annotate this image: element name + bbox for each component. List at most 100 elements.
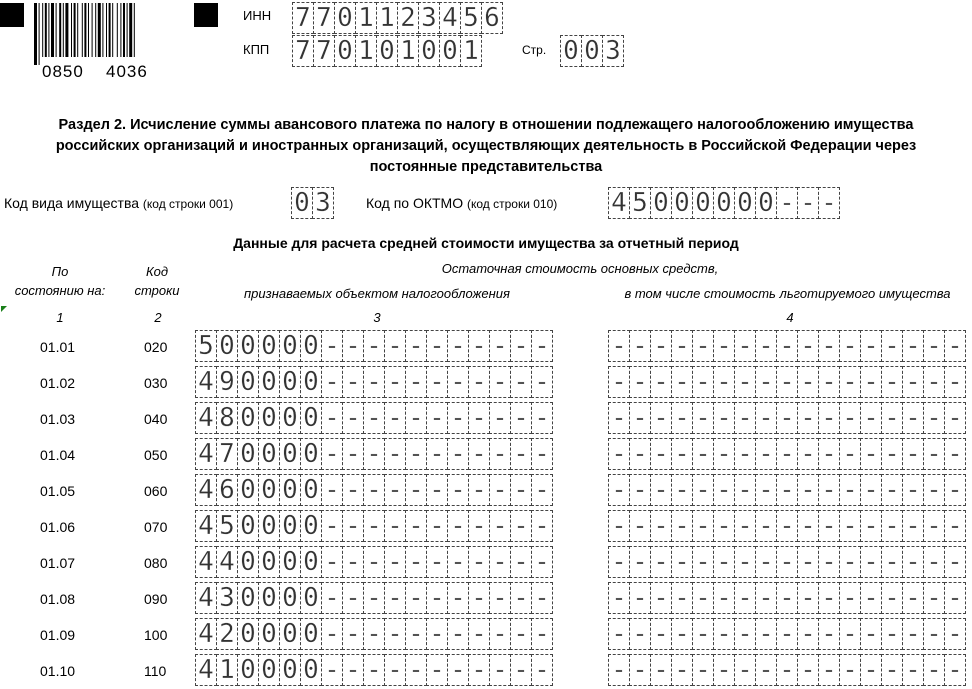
col3-number: 3: [373, 310, 381, 325]
digit-cell: -: [944, 438, 966, 470]
digit-cell: -: [342, 510, 364, 542]
row-date: 01.05: [40, 483, 76, 499]
digit-cell: -: [489, 330, 511, 362]
exempt-value-field[interactable]: -----------------: [608, 654, 966, 686]
digit-cell: -: [881, 546, 903, 578]
row-date: 01.10: [40, 663, 76, 679]
digit-cell: -: [692, 330, 714, 362]
digit-cell: -: [734, 582, 756, 614]
digit-cell: 0: [237, 366, 259, 398]
digit-cell: -: [608, 546, 630, 578]
digit-cell: -: [671, 366, 693, 398]
row-code: 070: [144, 519, 168, 535]
row-date: 01.02: [40, 375, 76, 391]
exempt-value-field[interactable]: -----------------: [608, 366, 966, 398]
digit-cell: 0: [216, 330, 238, 362]
digit-cell: -: [447, 402, 469, 434]
digit-cell: -: [650, 582, 672, 614]
digit-cell: -: [608, 654, 630, 686]
digit-cell: -: [426, 654, 448, 686]
digit-cell: -: [426, 366, 448, 398]
digit-cell: 0: [560, 35, 582, 67]
digit-cell: -: [944, 510, 966, 542]
digit-cell: -: [363, 510, 385, 542]
digit-cell: 0: [237, 510, 259, 542]
digit-cell: -: [839, 474, 861, 506]
digit-cell: -: [734, 510, 756, 542]
digit-cell: -: [384, 510, 406, 542]
digit-cell: -: [923, 618, 945, 650]
exempt-value-field[interactable]: -----------------: [608, 618, 966, 650]
digit-cell: -: [342, 618, 364, 650]
digit-cell: -: [384, 330, 406, 362]
digit-cell: 0: [300, 366, 322, 398]
digit-cell: -: [923, 330, 945, 362]
property-type-hint: (код строки 001): [142, 197, 234, 211]
exempt-value-field[interactable]: -----------------: [608, 474, 966, 506]
exempt-value-field[interactable]: -----------------: [608, 546, 966, 578]
digit-cell: -: [797, 366, 819, 398]
digit-cell: -: [713, 438, 735, 470]
digit-cell: -: [531, 366, 553, 398]
digit-cell: -: [881, 366, 903, 398]
digit-cell: -: [650, 546, 672, 578]
digit-cell: 0: [279, 366, 301, 398]
section-title-line1: Раздел 2. Исчисление суммы авансового пл…: [58, 117, 914, 133]
digit-cell: -: [818, 582, 840, 614]
exempt-value-field[interactable]: -----------------: [608, 438, 966, 470]
digit-cell: -: [797, 402, 819, 434]
exempt-value-field[interactable]: -----------------: [608, 582, 966, 614]
digit-cell: 0: [258, 546, 280, 578]
digit-cell: -: [776, 582, 798, 614]
digit-cell: -: [629, 330, 651, 362]
kpp-label: КПП: [243, 42, 270, 57]
digit-cell: -: [692, 654, 714, 686]
digit-cell: 1: [397, 35, 419, 67]
digit-cell: 4: [195, 510, 217, 542]
digit-cell: -: [426, 438, 448, 470]
digit-cell: -: [531, 618, 553, 650]
digit-cell: -: [629, 654, 651, 686]
digit-cell: 0: [237, 330, 259, 362]
exempt-value-field[interactable]: -----------------: [608, 510, 966, 542]
digit-cell: -: [923, 438, 945, 470]
row-code: 100: [144, 627, 168, 643]
digit-cell: -: [321, 330, 343, 362]
digit-cell: -: [671, 402, 693, 434]
digit-cell: -: [650, 510, 672, 542]
digit-cell: 9: [216, 366, 238, 398]
digit-cell: -: [671, 618, 693, 650]
digit-cell: -: [860, 438, 882, 470]
digit-cell: 0: [258, 438, 280, 470]
digit-cell: -: [608, 366, 630, 398]
exempt-value-field[interactable]: -----------------: [608, 330, 966, 362]
digit-cell: -: [447, 510, 469, 542]
digit-cell: -: [608, 582, 630, 614]
digit-cell: -: [902, 618, 924, 650]
digit-cell: 0: [300, 330, 322, 362]
digit-cell: -: [650, 330, 672, 362]
digit-cell: 0: [581, 35, 603, 67]
digit-cell: -: [818, 618, 840, 650]
row-date: 01.03: [40, 411, 76, 427]
exempt-value-field[interactable]: -----------------: [608, 402, 966, 434]
digit-cell: -: [776, 438, 798, 470]
digit-cell: 0: [279, 438, 301, 470]
digit-cell: 6: [481, 2, 503, 34]
digit-cell: -: [734, 546, 756, 578]
